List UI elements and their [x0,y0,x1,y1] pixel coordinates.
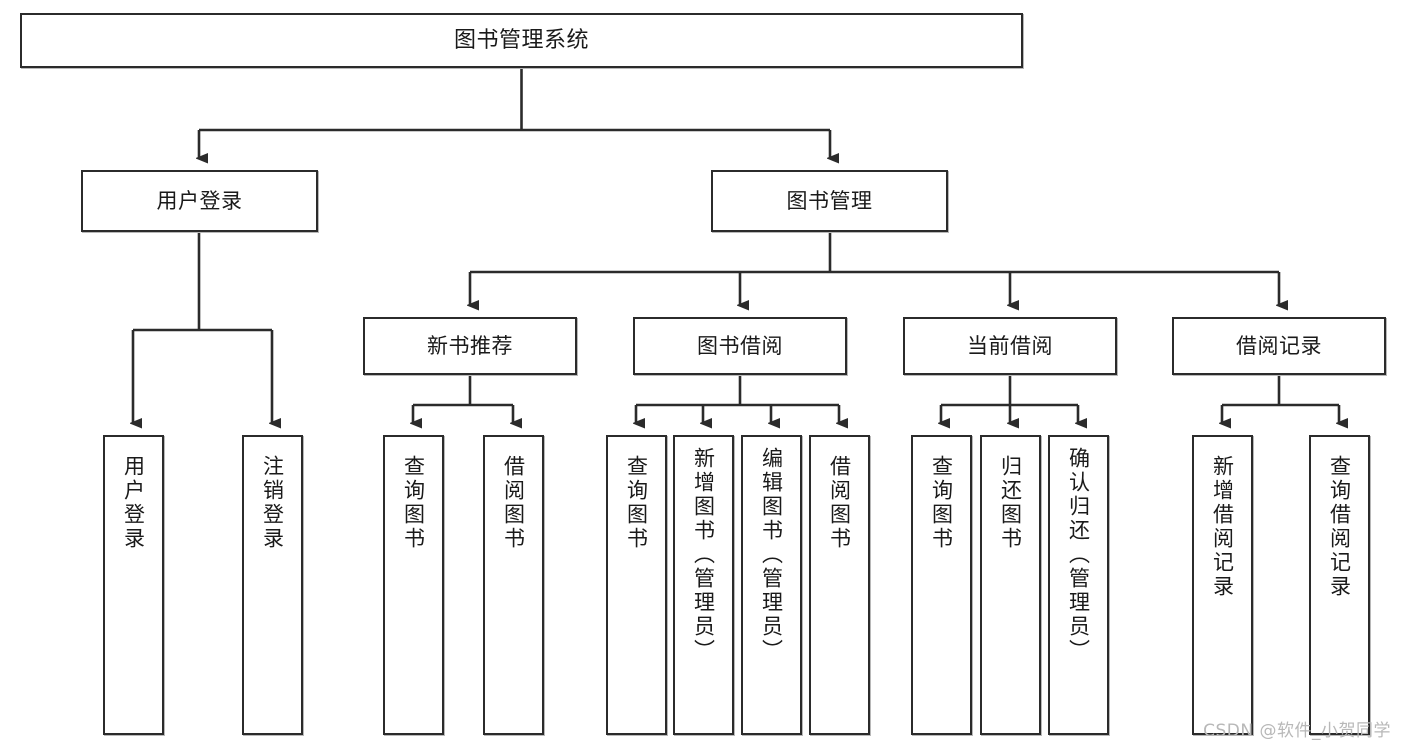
leaf-current-return-book[interactable]: 归还图书 [980,435,1041,735]
node-label: 用户登录 [156,188,243,213]
leaf-recommend-borrow-book[interactable]: 借阅图书 [483,435,544,735]
leaf-record-add-record[interactable]: 新增借阅记录 [1192,435,1253,735]
node-label: 查询图书 [929,455,954,551]
leaf-user-login-signout[interactable]: 注销登录 [242,435,303,735]
node-label: 查询借阅记录 [1327,455,1352,599]
node-label: 图书管理系统 [453,27,589,53]
node-label: 借阅记录 [1236,333,1322,358]
node-book-borrow[interactable]: 图书借阅 [633,317,847,375]
node-label: 新书推荐 [427,333,513,358]
node-label: 新增借阅记录 [1210,455,1235,599]
node-root-system[interactable]: 图书管理系统 [20,13,1023,68]
node-label: 当前借阅 [967,333,1053,358]
node-label: 确认归还（管理员） [1066,447,1091,663]
node-label: 图书借阅 [697,333,783,358]
leaf-borrow-borrow-book[interactable]: 借阅图书 [809,435,870,735]
node-label: 注销登录 [260,455,285,551]
node-label: 查询图书 [624,455,649,551]
leaf-record-query-record[interactable]: 查询借阅记录 [1309,435,1370,735]
node-user-login[interactable]: 用户登录 [81,170,318,232]
node-label: 编辑图书（管理员） [759,447,784,663]
leaf-borrow-add-book-admin[interactable]: 新增图书（管理员） [673,435,734,735]
node-label: 归还图书 [998,455,1023,551]
leaf-current-confirm-return-admin[interactable]: 确认归还（管理员） [1048,435,1109,735]
node-label: 新增图书（管理员） [691,447,716,663]
node-new-book-recommend[interactable]: 新书推荐 [363,317,577,375]
leaf-recommend-query-book[interactable]: 查询图书 [383,435,444,735]
node-label: 用户登录 [121,455,146,551]
node-book-management[interactable]: 图书管理 [711,170,948,232]
leaf-borrow-query-book[interactable]: 查询图书 [606,435,667,735]
leaf-borrow-edit-book-admin[interactable]: 编辑图书（管理员） [741,435,802,735]
node-label: 借阅图书 [501,455,526,551]
node-current-borrow[interactable]: 当前借阅 [903,317,1117,375]
leaf-user-login-signin[interactable]: 用户登录 [103,435,164,735]
node-label: 查询图书 [401,455,426,551]
node-label: 图书管理 [786,188,873,213]
leaf-current-query-book[interactable]: 查询图书 [911,435,972,735]
node-borrow-record[interactable]: 借阅记录 [1172,317,1386,375]
node-label: 借阅图书 [827,455,852,551]
